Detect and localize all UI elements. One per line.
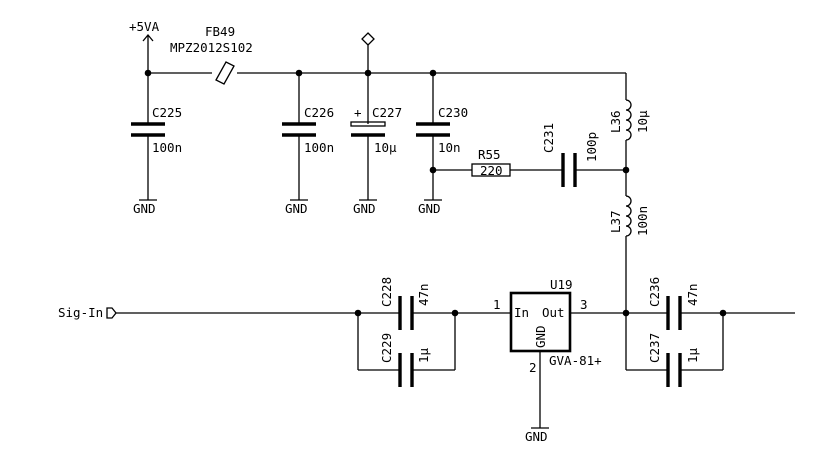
c227-polarity: + [354, 105, 362, 120]
u19-pin-in-number: 1 [493, 297, 501, 312]
ferrite-ref: FB49 [205, 24, 235, 39]
l36-value: 10µ [635, 110, 650, 133]
ferrite-value: MPZ2012S102 [170, 40, 253, 55]
gnd-label-u19: GND [525, 429, 548, 444]
signal-input-label: Sig-In [58, 305, 103, 320]
c228-value: 47n [416, 283, 431, 306]
c225-value: 100n [152, 140, 182, 155]
l37-value: 100n [635, 206, 650, 236]
c227-ref: C227 [372, 105, 402, 120]
capacitor-c231: C231 100p [541, 123, 599, 187]
inductor-l37: L37 100n [608, 195, 650, 313]
ferrite-bead-fb49: FB49 MPZ2012S102 [170, 24, 253, 85]
u19-ref: U19 [550, 277, 573, 292]
capacitor-c229: C229 1µ [379, 333, 431, 387]
signal-wires [116, 312, 795, 371]
c231-value: 100p [584, 132, 599, 162]
capacitor-c236: C236 47n [647, 277, 700, 330]
u19-pin-out-number: 3 [580, 297, 588, 312]
amplifier-u19: U19 GVA-81+ In Out GND 1 3 2 GND [493, 277, 602, 444]
c236-value: 47n [685, 283, 700, 306]
capacitor-c227: + C227 10µ GND [350, 73, 402, 216]
c225-ref: C225 [152, 105, 182, 120]
u19-pin-gnd-number: 2 [529, 360, 537, 375]
l37-ref: L37 [608, 210, 623, 233]
c229-ref: C229 [379, 333, 394, 363]
inductor-l36: L36 10µ [608, 73, 650, 196]
c236-ref: C236 [647, 277, 662, 307]
r55-value: 220 [480, 163, 503, 178]
pwr-flag-symbol [361, 32, 375, 46]
u19-pin-out-name: Out [542, 305, 565, 320]
power-label-5va: +5VA [129, 19, 160, 34]
u19-value: GVA-81+ [549, 353, 602, 368]
capacitor-c228: C228 47n [379, 277, 431, 330]
c228-ref: C228 [379, 277, 394, 307]
c237-ref: C237 [647, 333, 662, 363]
c226-ref: C226 [304, 105, 334, 120]
power-symbol-5va: +5VA [129, 19, 160, 42]
junction-dots [144, 69, 727, 317]
gnd-label-c230: GND [418, 201, 441, 216]
c237-value: 1µ [685, 347, 700, 363]
resistor-r55: R55 220 [471, 147, 511, 178]
r55-ref: R55 [478, 147, 501, 162]
c226-value: 100n [304, 140, 334, 155]
l36-ref: L36 [608, 110, 623, 133]
capacitor-c237: C237 1µ [647, 333, 700, 387]
c230-ref: C230 [438, 105, 468, 120]
c231-ref: C231 [541, 123, 556, 153]
capacitor-c226: C226 100n GND [282, 73, 334, 216]
gnd-label-c225: GND [133, 201, 156, 216]
c227-value: 10µ [374, 140, 397, 155]
gnd-label-c226: GND [285, 201, 308, 216]
capacitor-c230: C230 10n GND [416, 73, 468, 216]
signal-input-port: Sig-In [58, 305, 117, 320]
u19-pin-gnd-name: GND [533, 325, 548, 348]
c229-value: 1µ [416, 347, 431, 363]
u19-pin-in-name: In [514, 305, 529, 320]
gnd-label-c227: GND [353, 201, 376, 216]
capacitor-c225: C225 100n GND [131, 73, 182, 216]
c230-value: 10n [438, 140, 461, 155]
